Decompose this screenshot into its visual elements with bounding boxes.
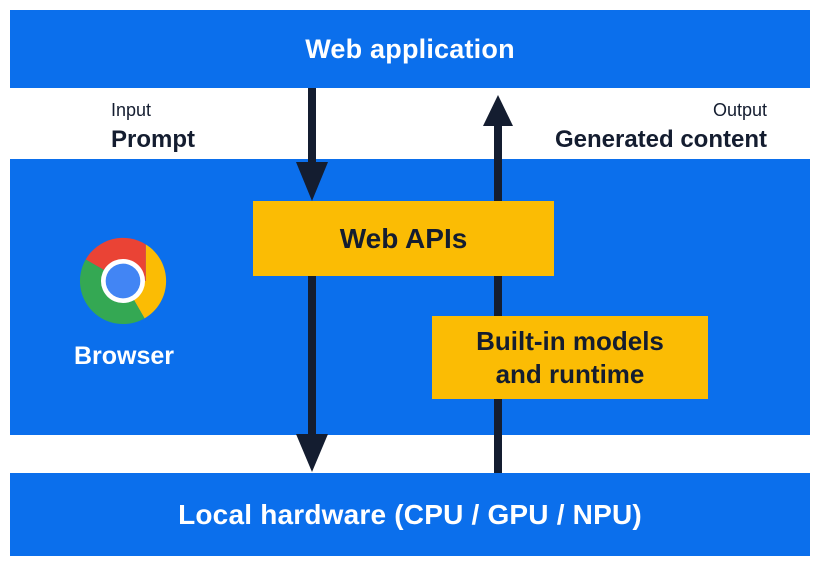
output-value-label: Generated content [554, 125, 767, 153]
local-hardware-label: Local hardware (CPU / GPU / NPU) [178, 498, 642, 530]
input-annotation: Input Prompt [111, 99, 195, 155]
web-apis-box: Web APIs [253, 201, 554, 276]
builtin-models-label-line2: and runtime [495, 358, 645, 389]
local-hardware-band: Local hardware (CPU / GPU / NPU) [10, 473, 810, 556]
web-apis-label: Web APIs [339, 222, 468, 254]
builtin-models-label-line1: Built-in models [476, 325, 664, 356]
web-application-label: Web application [305, 33, 515, 64]
input-value-label: Prompt [111, 125, 195, 153]
output-caption: Output [712, 100, 767, 120]
chrome-logo-blue-center [105, 263, 141, 299]
output-annotation: Output Generated content [555, 99, 767, 155]
builtin-models-box: Built-in models and runtime [432, 316, 708, 399]
browser-label: Browser [73, 342, 175, 370]
input-caption: Input [111, 100, 152, 120]
chrome-logo-icon [79, 237, 167, 325]
web-application-band: Web application [10, 10, 810, 88]
